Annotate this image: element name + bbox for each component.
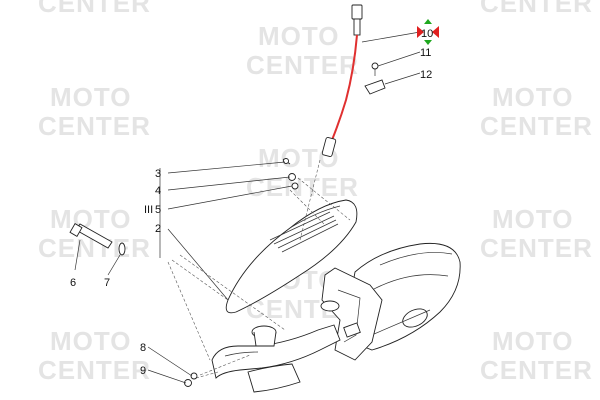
watermark-text: CENTER <box>38 0 151 18</box>
watermark-text: MOTO <box>50 326 132 356</box>
watermark-text: CENTER <box>480 355 593 385</box>
callout-3: 3 <box>155 168 161 180</box>
watermark-text: CENTER <box>480 111 593 141</box>
watermark-text: MOTO <box>50 82 132 112</box>
watermark-text: MOTO <box>492 204 574 234</box>
callout-4: 4 <box>155 185 161 197</box>
fasteners-bottom <box>184 372 198 387</box>
watermark-text: CENTER <box>38 111 151 141</box>
watermark-text: CENTER <box>246 172 359 202</box>
watermark-text: MOTO <box>258 21 340 51</box>
callout-5: 5 <box>155 204 161 216</box>
watermark-text: MOTO <box>492 82 574 112</box>
callout-2: 2 <box>155 223 161 235</box>
watermark-text: CENTER <box>480 0 593 18</box>
callout-8: 8 <box>140 342 146 354</box>
exhaust-header-pipe <box>211 300 341 393</box>
callout-12: 12 <box>420 69 432 81</box>
leader-lines <box>74 31 421 384</box>
muffler-body <box>349 242 461 351</box>
highlight-marker <box>417 19 439 45</box>
callout-5-marker: III <box>144 204 153 216</box>
bolt-and-washer <box>69 223 126 256</box>
mounting-bracket <box>321 267 383 361</box>
callout-labels: 3 4 5 2 6 7 8 9 10 11 12 III <box>70 28 433 377</box>
callout-6: 6 <box>70 277 76 289</box>
watermark-text: MOTO <box>50 204 132 234</box>
small-parts-top <box>364 62 386 95</box>
watermark: CENTER CENTER MOTO CENTER MOTO CENTER MO… <box>38 0 593 385</box>
watermark-text: CENTER <box>246 50 359 80</box>
callout-11: 11 <box>420 47 431 59</box>
callout-10: 10 <box>421 28 433 40</box>
assembly-guides <box>167 159 351 379</box>
callout-7: 7 <box>104 277 110 289</box>
watermark-text: CENTER <box>38 355 151 385</box>
fasteners-shield <box>282 158 299 190</box>
callout-9: 9 <box>140 365 146 377</box>
heat-shield <box>225 199 358 314</box>
lambda-sensor <box>321 4 363 157</box>
watermark-text: CENTER <box>480 233 593 263</box>
watermark-text: MOTO <box>492 326 574 356</box>
